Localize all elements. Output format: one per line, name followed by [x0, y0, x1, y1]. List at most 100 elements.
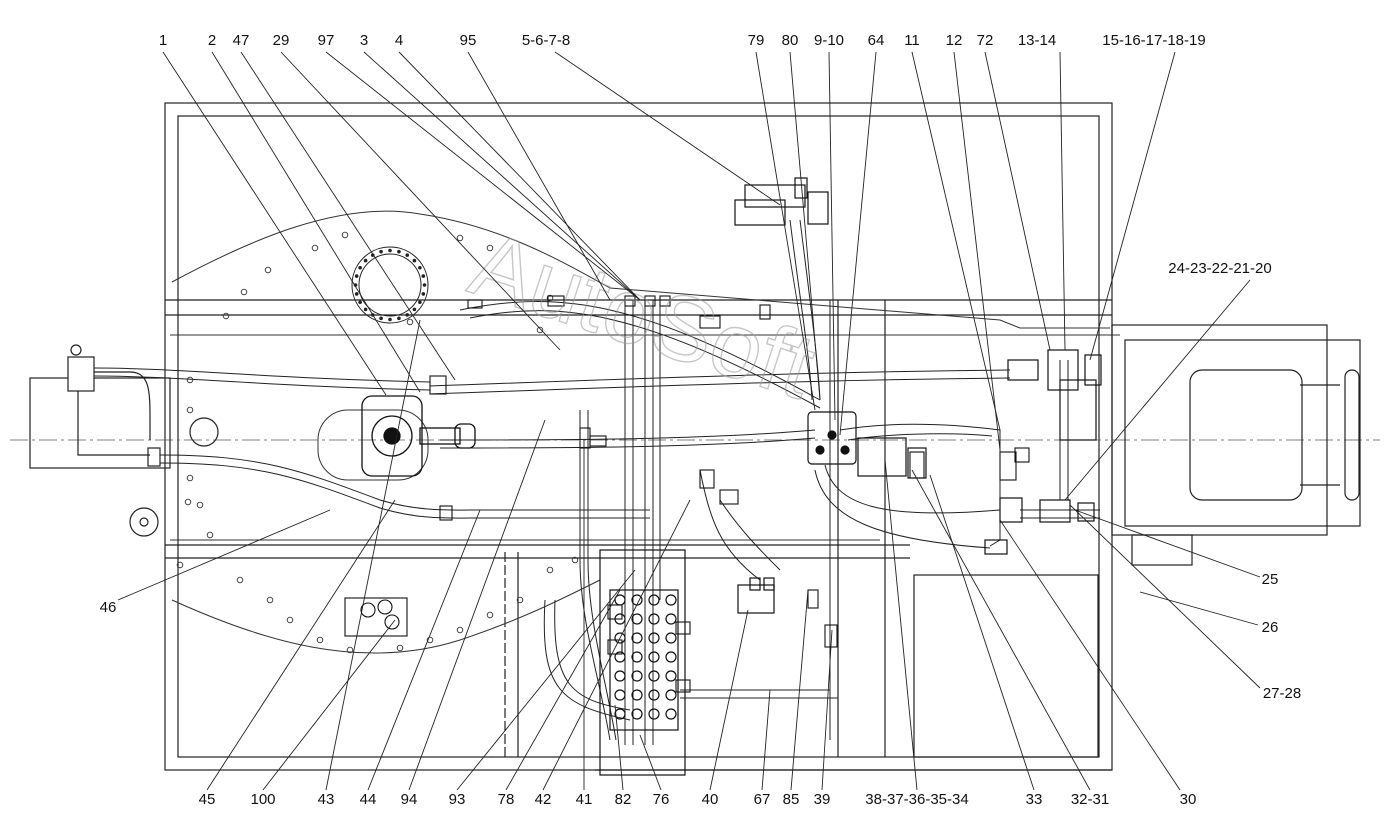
- frame-hole: [264, 266, 272, 274]
- callout-leader: [1089, 51, 1176, 361]
- frame-hole: [266, 596, 274, 604]
- callout-leader: [211, 51, 421, 393]
- frame-hole: [240, 288, 248, 296]
- bolt-hole: [363, 307, 368, 312]
- callout-label: 27-28: [1263, 685, 1301, 702]
- callout-label: 44: [360, 791, 377, 808]
- valve-port: [665, 670, 677, 682]
- callout-label: 80: [782, 32, 799, 49]
- bolt-hole: [358, 265, 362, 270]
- valve-port: [631, 689, 643, 701]
- callout-leader: [755, 51, 816, 411]
- callout-label: 97: [318, 32, 335, 49]
- chassis-frame: [164, 102, 1113, 771]
- valve-port: [665, 594, 677, 606]
- callout-leader: [363, 51, 641, 301]
- hose-fitting: [644, 295, 656, 307]
- frame-hole: [486, 611, 494, 619]
- valve-port: [648, 613, 660, 625]
- callout-label: 72: [977, 32, 994, 49]
- frame-hole: [571, 556, 579, 564]
- callout-label: 85: [783, 791, 800, 808]
- frame-hole: [341, 231, 349, 239]
- frame-hole: [186, 474, 194, 482]
- callout-label: 9-10: [814, 32, 844, 49]
- bolt-hole: [405, 313, 410, 317]
- valve-port: [648, 594, 660, 606]
- callout-label: 100: [250, 791, 275, 808]
- callout-leader: [911, 469, 1091, 791]
- valve-port: [648, 632, 660, 644]
- hose-fitting: [699, 315, 721, 329]
- callout-leader: [828, 51, 836, 421]
- hose-fitting: [719, 489, 739, 505]
- callout-leader: [542, 499, 691, 791]
- hose-fitting: [807, 589, 819, 609]
- watermark-text: AutoSoft: [459, 213, 826, 419]
- callout-label: 32-31: [1071, 791, 1109, 808]
- frame-hole: [196, 501, 204, 509]
- frame-hole: [346, 646, 354, 654]
- frame-hole: [286, 616, 294, 624]
- callout-label: 93: [449, 791, 466, 808]
- callout-leader: [206, 499, 396, 791]
- hose-fitting: [999, 451, 1017, 481]
- callout-leader: [367, 509, 481, 791]
- frame-hole: [406, 318, 414, 326]
- bolt-hole: [397, 249, 401, 254]
- callout-leader: [929, 474, 1035, 791]
- hose-fitting: [547, 295, 565, 307]
- valve-port: [614, 689, 626, 701]
- frame-hole: [176, 561, 184, 569]
- callout-leader: [467, 51, 611, 301]
- hose-fitting: [699, 469, 715, 489]
- callout-label: 40: [702, 791, 719, 808]
- callout-label: 41: [576, 791, 593, 808]
- callout-label: 79: [748, 32, 765, 49]
- callout-leader: [1069, 504, 1261, 689]
- bolt-hole: [388, 317, 392, 322]
- frame-holes: [176, 231, 579, 654]
- callout-label: 94: [401, 791, 418, 808]
- callout-label: 38-37-36-35-34: [865, 791, 968, 808]
- frame-hole: [516, 596, 524, 604]
- callout-leader: [789, 51, 821, 401]
- bolt-hole: [412, 307, 417, 312]
- callout-leader: [117, 509, 331, 601]
- callout-leader: [1139, 591, 1259, 626]
- frame-hole: [186, 376, 194, 384]
- callout-leader: [999, 519, 1181, 791]
- bolt-hole: [397, 316, 401, 321]
- callout-label: 11: [904, 32, 920, 49]
- valve-port: [665, 651, 677, 663]
- callout-label: 5-6-7-8: [522, 32, 570, 49]
- callout-label: 78: [498, 791, 515, 808]
- frame-hole: [206, 531, 214, 539]
- callout-label: 4: [395, 32, 403, 49]
- callout-leader: [456, 569, 636, 791]
- callout-label: 12: [946, 32, 963, 49]
- callout-leader: [984, 51, 1051, 351]
- frame-hole: [456, 626, 464, 634]
- valve-port: [631, 632, 643, 644]
- bolt-hole: [421, 274, 426, 278]
- callout-label: 46: [100, 599, 117, 616]
- callout-leader: [162, 51, 387, 396]
- hose-fitting: [1014, 447, 1030, 463]
- upper-valve-block: [734, 177, 829, 226]
- bolt-hole: [405, 253, 410, 257]
- hose-fitting: [607, 604, 623, 620]
- valve-port: [631, 708, 643, 720]
- bolt-hole: [422, 283, 427, 287]
- bolt-hole: [418, 300, 422, 305]
- valve-port: [631, 613, 643, 625]
- callout-label: 42: [535, 791, 552, 808]
- callout-leader: [839, 51, 877, 436]
- valve-port: [665, 613, 677, 625]
- bolt-hole: [379, 249, 383, 254]
- callout-leader: [1059, 51, 1066, 351]
- frame-hole: [236, 576, 244, 584]
- callout-leader: [398, 51, 641, 301]
- valve-port: [631, 670, 643, 682]
- callout-label: 43: [318, 791, 335, 808]
